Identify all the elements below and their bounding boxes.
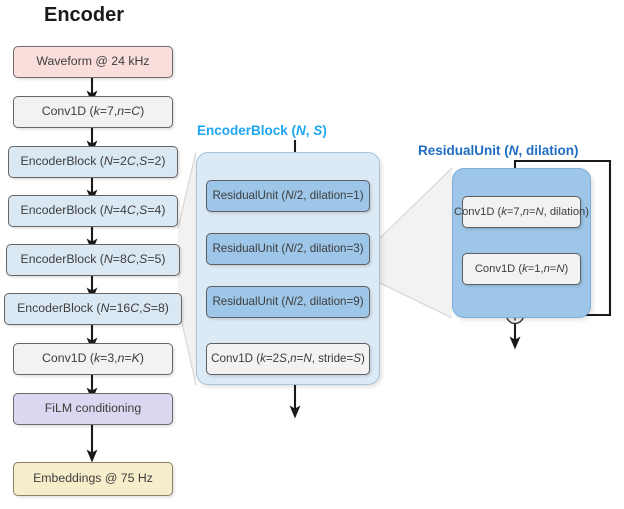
node-residualunit-2[interactable]: ResidualUnit (N/2, dilation=3) [206,233,370,265]
encoderblock-title: EncoderBlock (N, S) [197,123,327,138]
node-embeddings[interactable]: Embeddings @ 75 Hz [13,462,173,496]
node-waveform[interactable]: Waveform @ 24 kHz [13,46,173,78]
node-film-conditioning[interactable]: FiLM conditioning [13,393,173,425]
zoom-connector-residualunit [379,167,453,319]
node-conv-dilated[interactable]: Conv1D (k=7, n=N, dilation) [454,196,589,228]
node-residualunit-1[interactable]: ResidualUnit (N/2, dilation=1) [206,180,370,212]
node-conv-in[interactable]: Conv1D (k=7, n=C) [13,96,173,128]
page-title: Encoder [44,4,125,26]
node-conv-out[interactable]: Conv1D (k=3, n=K) [13,343,173,375]
residualunit-title: ResidualUnit (N, dilation) [418,143,579,158]
node-conv-pointwise[interactable]: Conv1D (k=1, n=N) [462,253,581,285]
residualunit-panel [452,168,591,318]
node-residualunit-3[interactable]: ResidualUnit (N/2, dilation=9) [206,286,370,318]
zoom-connector-encoderblock [177,151,197,386]
